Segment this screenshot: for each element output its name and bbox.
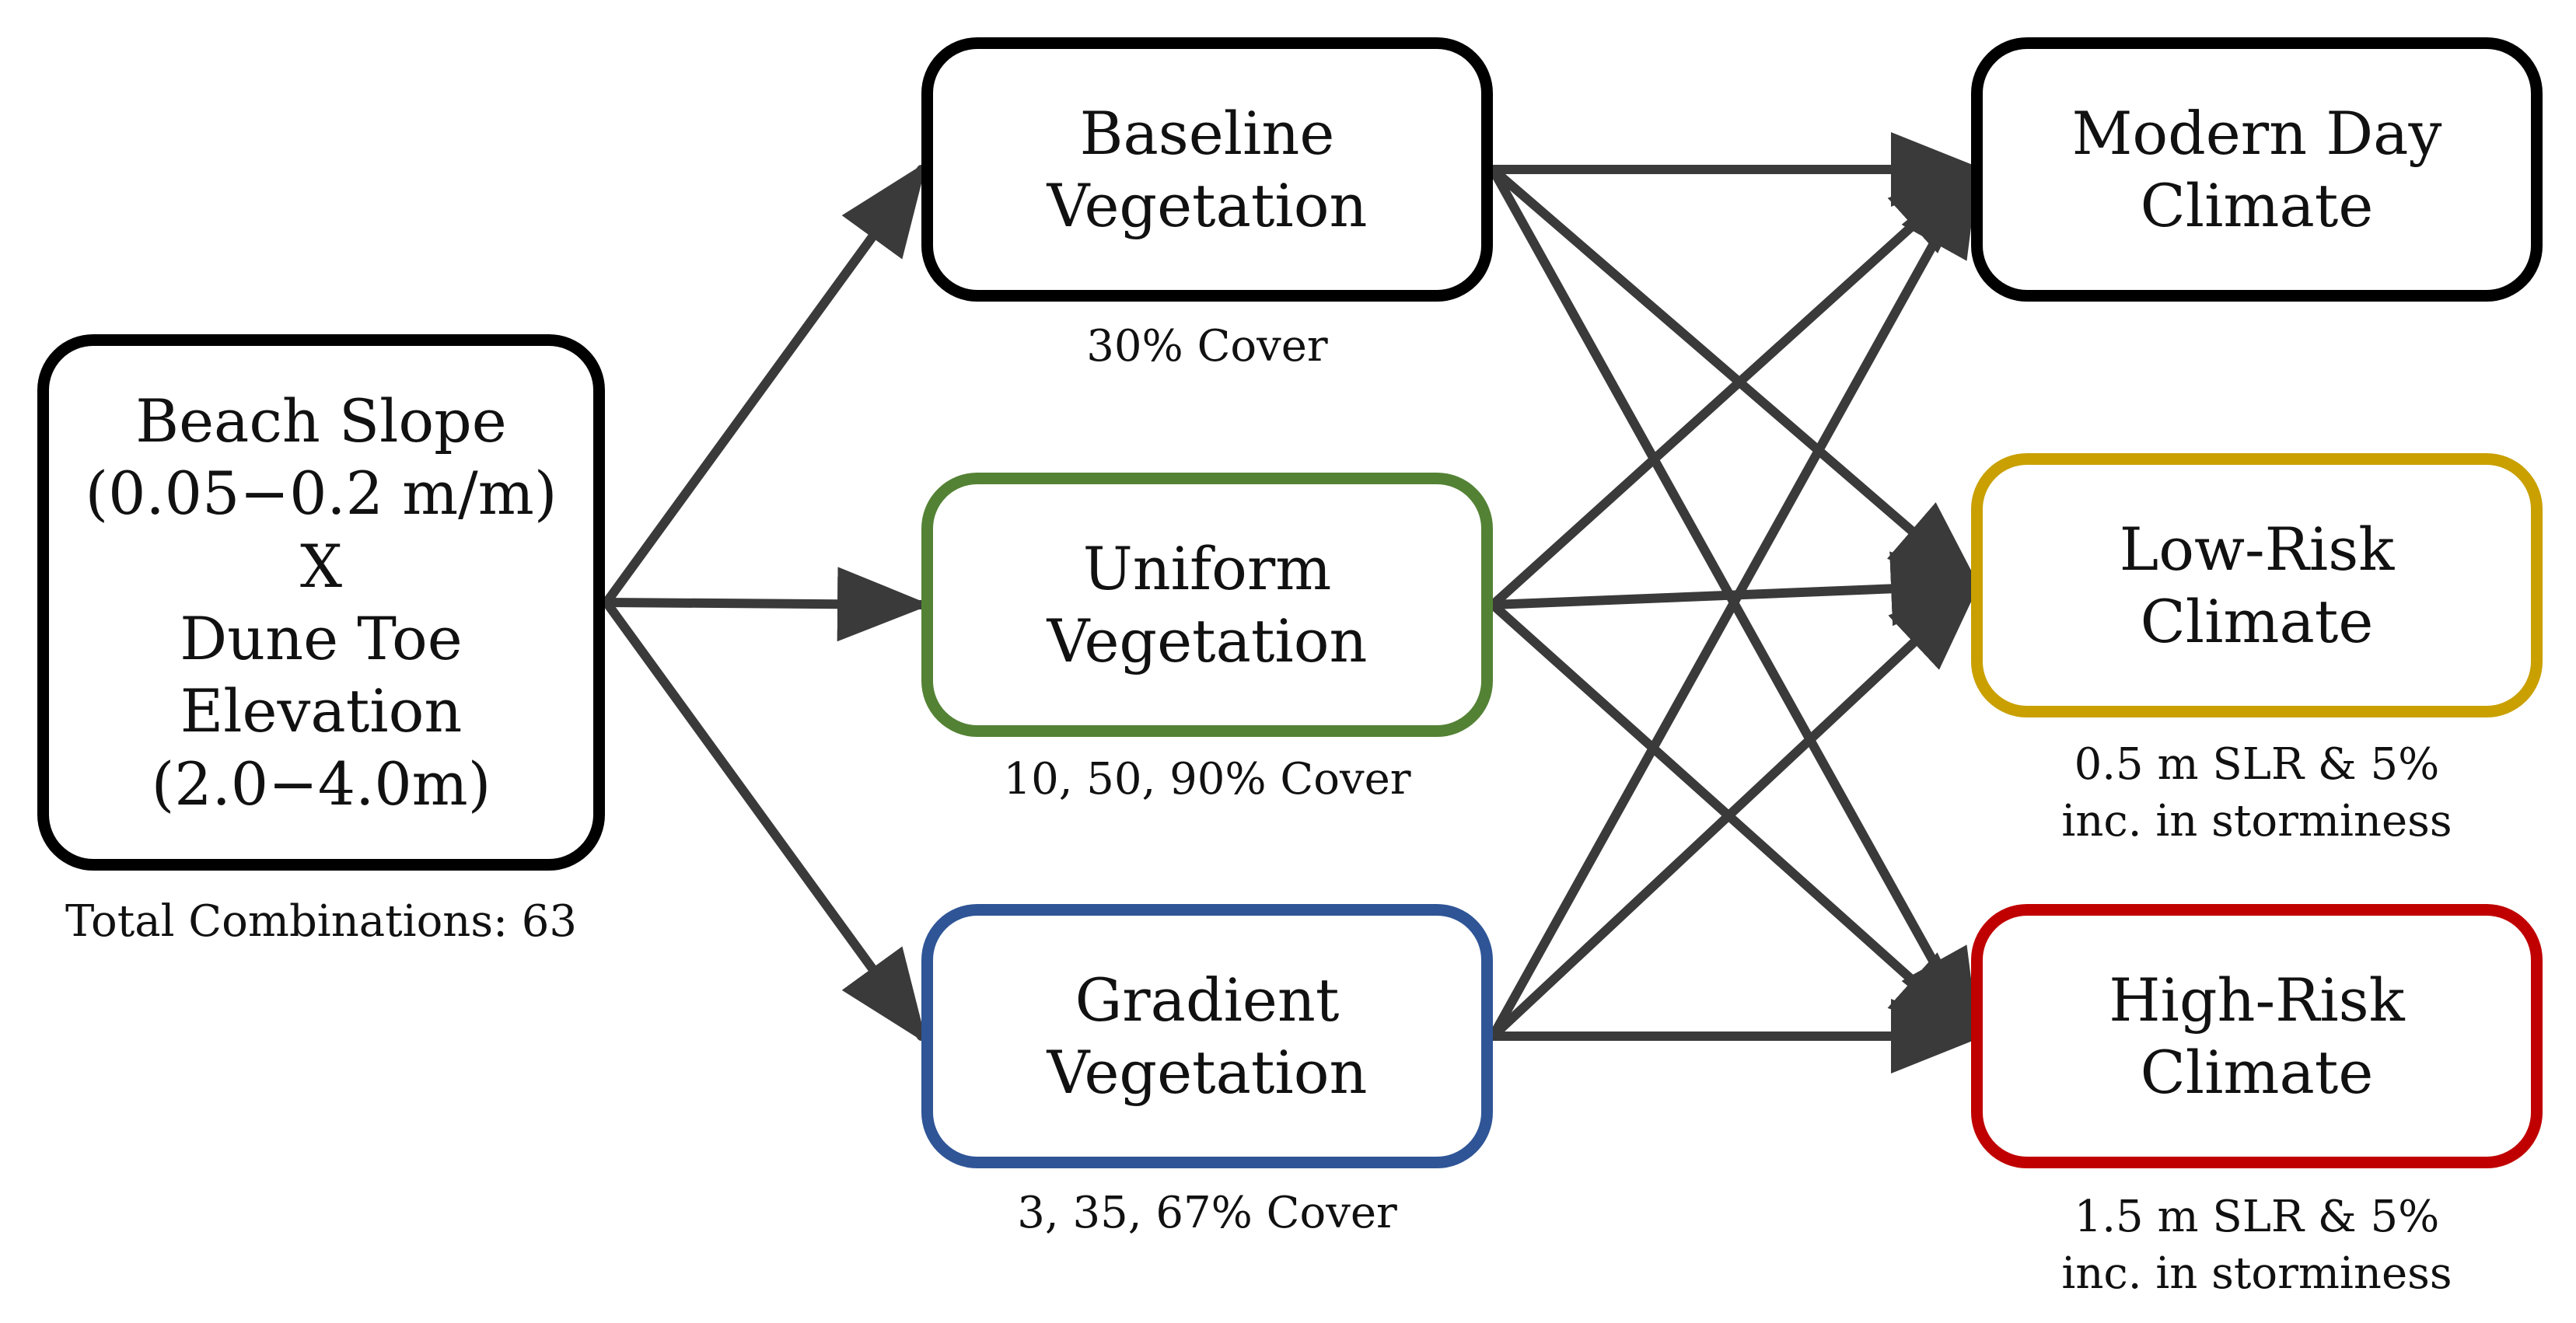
uniform-vegetation-label: Uniform Vegetation (1047, 533, 1368, 675)
arrow-uniform-to-highrisk (1488, 600, 1982, 1043)
low-risk-climate-caption: 0.5 m SLR & 5% inc. in storminess (2061, 739, 2452, 847)
low-risk-climate-box: Low-Risk Climate (1971, 453, 2543, 717)
gradient-vegetation-label: Gradient Vegetation (1047, 965, 1368, 1107)
arrow-gradient-to-lowrisk (1488, 578, 1982, 1041)
modern-day-climate-label: Modern Day Climate (2071, 98, 2442, 240)
high-risk-climate-label: High-Risk Climate (2109, 965, 2405, 1107)
uniform-vegetation-caption: 10, 50, 90% Cover (1003, 754, 1411, 805)
arrow-uniform-to-modern (1488, 162, 1982, 609)
arrow-baseline-to-lowrisk (1488, 165, 1983, 592)
high-risk-climate-box: High-Risk Climate (1971, 904, 2543, 1168)
input-parameters-label: Beach Slope (0.05−0.2 m/m) X Dune Toe El… (85, 386, 557, 819)
baseline-vegetation-caption: 30% Cover (1086, 321, 1328, 372)
arrow-input-to-baseline (602, 162, 928, 607)
arrow-gradient-to-modern (1488, 161, 1980, 1041)
input-parameters-caption: Total Combinations: 63 (65, 896, 578, 947)
input-parameters-box: Beach Slope (0.05−0.2 m/m) X Dune Toe El… (37, 334, 605, 871)
modern-day-climate-box: Modern Day Climate (1971, 37, 2543, 302)
baseline-vegetation-label: Baseline Vegetation (1047, 98, 1368, 240)
arrow-input-to-gradient (602, 598, 928, 1044)
gradient-vegetation-caption: 3, 35, 67% Cover (1017, 1188, 1397, 1238)
gradient-vegetation-box: Gradient Vegetation (921, 904, 1493, 1168)
high-risk-climate-caption: 1.5 m SLR & 5% inc. in storminess (2061, 1192, 2452, 1299)
baseline-vegetation-box: Baseline Vegetation (921, 37, 1493, 302)
arrow-input-to-uniform (602, 567, 931, 642)
uniform-vegetation-box: Uniform Vegetation (921, 473, 1493, 737)
low-risk-climate-label: Low-Risk Climate (2119, 514, 2395, 656)
